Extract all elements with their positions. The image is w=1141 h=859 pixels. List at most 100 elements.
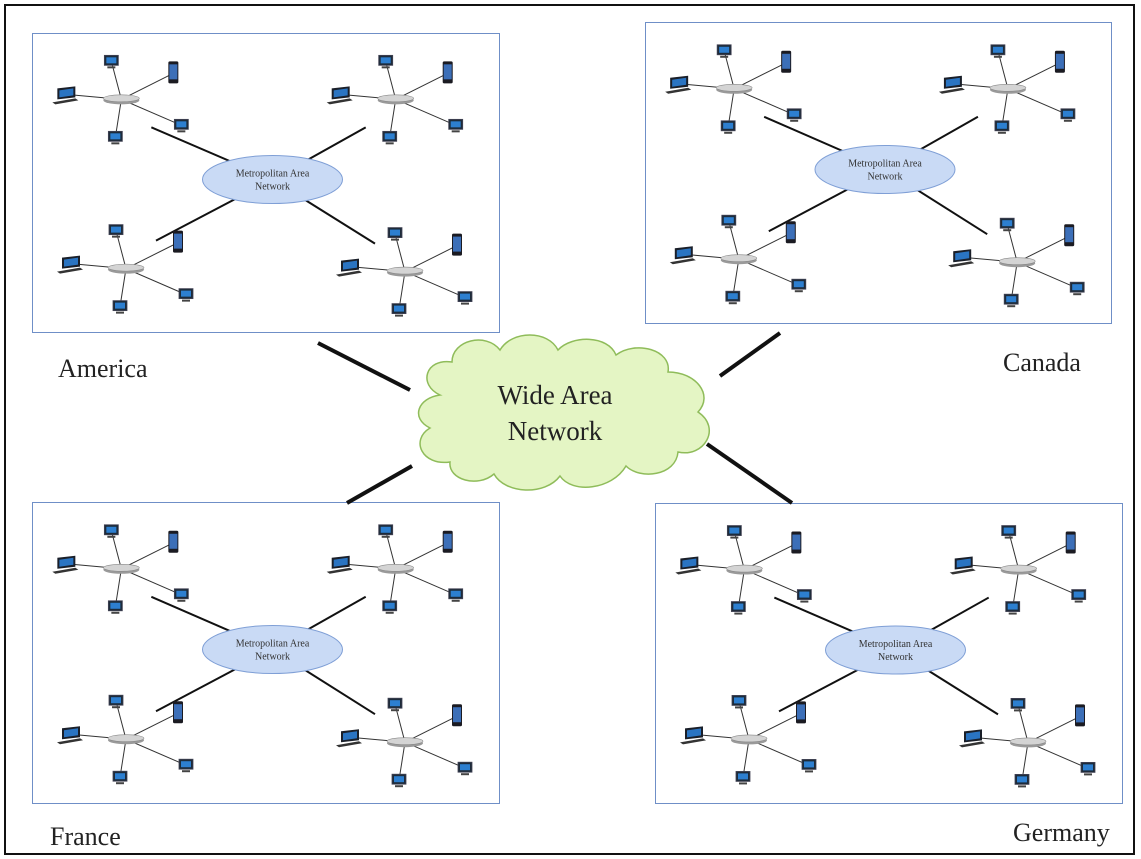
desktop-icon [999, 217, 1015, 232]
laptop-icon [57, 255, 83, 274]
laptop-icon [665, 75, 692, 94]
laptop-icon [57, 726, 83, 745]
phone-icon [1075, 704, 1085, 727]
man-label-line2: Network [255, 652, 290, 663]
country-label-america: America [58, 354, 148, 383]
desktop-icon [725, 290, 741, 305]
desktop-icon [801, 759, 817, 773]
desktop-icon [378, 524, 394, 538]
desktop-icon [731, 695, 747, 709]
desktop-icon [103, 524, 119, 538]
desktop-icon [173, 118, 189, 133]
man-label-line1: Metropolitan Area [236, 169, 310, 180]
wan-label-line2: Network [508, 416, 603, 446]
desktop-icon [1069, 281, 1085, 296]
laptop-icon [336, 258, 362, 277]
phone-icon [168, 61, 179, 84]
desktop-icon [391, 303, 407, 317]
laptop-icon [326, 555, 353, 574]
man-ellipse [202, 155, 343, 204]
wan-link-france [346, 464, 413, 505]
desktop-icon [730, 601, 746, 615]
desktop-icon [720, 120, 736, 134]
lan-link [748, 738, 810, 766]
lan-link [125, 268, 187, 296]
lan-link [404, 741, 466, 769]
desktop-icon [108, 694, 124, 709]
desktop-icon [382, 130, 398, 145]
lan-link [395, 98, 456, 126]
switch-icon [103, 94, 140, 105]
man-label-line1: Metropolitan Area [848, 159, 922, 170]
lan-link [1027, 741, 1089, 769]
laptop-icon [326, 86, 353, 105]
phone-icon [781, 50, 792, 73]
man-label-line2: Network [255, 182, 290, 193]
desktop-icon [391, 773, 407, 788]
switch-icon [730, 734, 768, 745]
country-label-canada: Canada [1003, 348, 1081, 377]
lan-link [1017, 261, 1078, 289]
man-ellipse [814, 145, 956, 194]
desktop-icon [457, 291, 473, 305]
phone-icon [452, 233, 462, 256]
switch-icon [107, 263, 145, 274]
desktop-icon [716, 44, 732, 58]
desktop-icon [1014, 773, 1030, 788]
laptop-icon [669, 246, 696, 265]
phone-icon [173, 701, 183, 724]
desktop-icon [173, 588, 189, 602]
man-label-line1: Metropolitan Area [859, 639, 933, 650]
desktop-icon [378, 54, 394, 69]
man-label-line2: Network [868, 172, 903, 183]
laptop-icon [948, 249, 975, 268]
wan-label-line1: Wide Area [497, 380, 612, 410]
desktop-icon [990, 44, 1006, 58]
switch-icon [720, 254, 758, 265]
switch-icon [726, 564, 763, 575]
switch-icon [1009, 737, 1047, 748]
switch-icon [989, 83, 1027, 94]
desktop-icon [107, 600, 123, 614]
switch-icon [386, 266, 424, 277]
phone-icon [785, 221, 796, 244]
switch-icon [377, 94, 415, 105]
country-label-france: France [50, 822, 121, 851]
desktop-icon [108, 224, 124, 238]
phone-icon [442, 530, 453, 553]
wan-link-germany [705, 442, 794, 505]
desktop-icon [1080, 761, 1096, 776]
man-label-line1: Metropolitan Area [236, 639, 310, 650]
phone-icon [173, 230, 183, 253]
phone-icon [1065, 531, 1076, 554]
man-ellipse [825, 625, 966, 675]
desktop-icon [791, 278, 807, 293]
man-ellipse [202, 625, 343, 674]
lan-link [121, 98, 182, 126]
desktop-icon [107, 130, 123, 145]
desktop-icon [112, 300, 128, 314]
switch-icon [107, 734, 145, 745]
laptop-icon [959, 729, 985, 748]
phone-icon [791, 531, 802, 554]
laptop-icon [52, 555, 79, 574]
desktop-icon [721, 214, 737, 229]
desktop-icon [726, 525, 742, 539]
lan-link [121, 568, 182, 596]
wan-link-canada [718, 331, 782, 378]
switch-icon [103, 563, 140, 574]
desktop-icon [457, 761, 473, 776]
desktop-icon [448, 118, 464, 133]
desktop-icon [735, 771, 751, 785]
phone-icon [442, 61, 453, 84]
laptop-icon [680, 726, 706, 745]
desktop-icon [448, 588, 464, 602]
